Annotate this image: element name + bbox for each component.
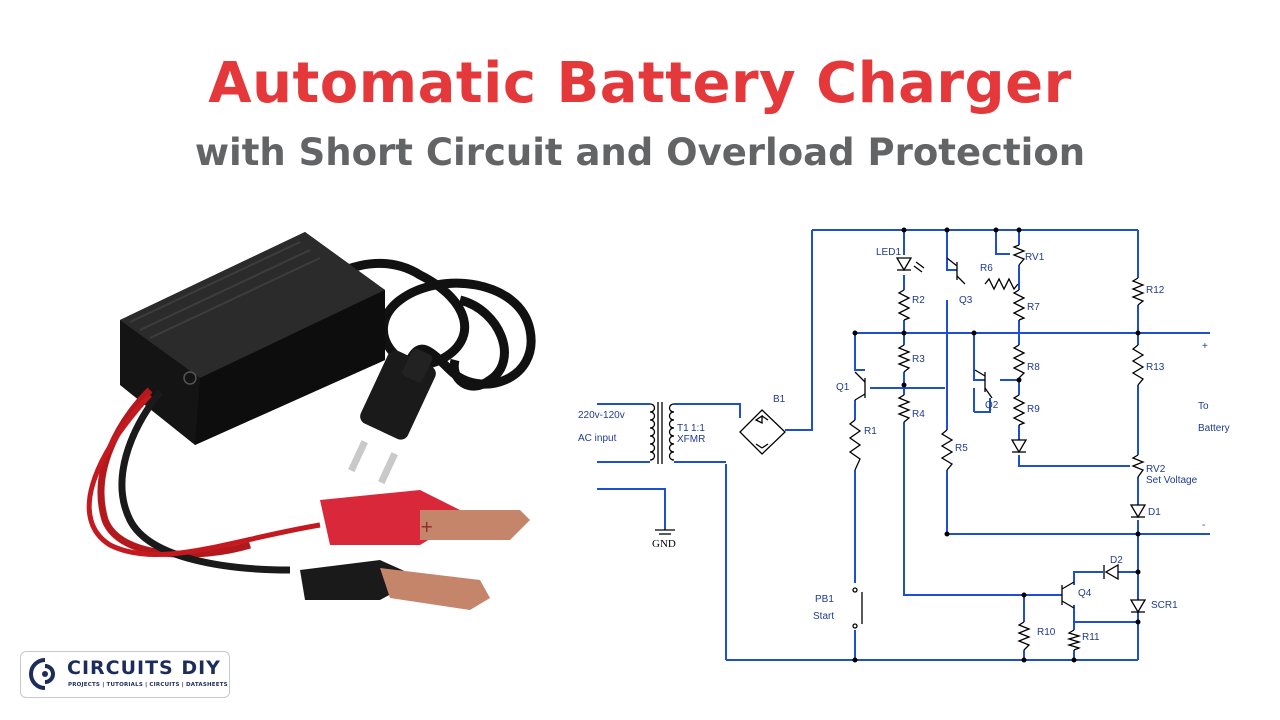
- label-r2: R2: [912, 295, 925, 306]
- label-r6: R6: [980, 263, 993, 274]
- label-input-voltage: 220v-120v: [578, 410, 625, 421]
- label-set-voltage: Set Voltage: [1146, 475, 1198, 486]
- label-r11: R11: [1082, 632, 1100, 643]
- logo-tagline: PROJECTS | TUTORIALS | CIRCUITS | DATASH…: [68, 682, 228, 688]
- label-t1: T1: [677, 423, 689, 434]
- label-ac-input: AC input: [578, 433, 617, 444]
- label-scr1: SCR1: [1151, 600, 1178, 611]
- label-r9: R9: [1027, 404, 1040, 415]
- label-q4: Q4: [1078, 588, 1092, 599]
- label-r12: R12: [1146, 285, 1165, 296]
- label-r8: R8: [1027, 362, 1040, 373]
- label-r13: R13: [1146, 362, 1165, 373]
- label-minus: -: [1202, 520, 1205, 531]
- label-rv1: RV1: [1025, 252, 1045, 263]
- black-alligator-clip: [300, 560, 490, 610]
- label-r4: R4: [912, 409, 925, 420]
- label-r1: R1: [864, 426, 877, 437]
- label-r10: R10: [1037, 627, 1056, 638]
- label-to: To: [1198, 401, 1209, 412]
- label-gnd: GND: [652, 538, 676, 550]
- logo-name: CIRCUITS DIY: [67, 657, 221, 679]
- label-plus: +: [1202, 341, 1208, 352]
- label-q2: Q2: [985, 400, 999, 411]
- battery-charger-photo: +: [86, 232, 536, 610]
- page-title: Automatic Battery Charger: [208, 51, 1072, 116]
- label-rv2: RV2: [1146, 464, 1166, 475]
- label-q3: Q3: [959, 295, 973, 306]
- label-r3: R3: [912, 354, 925, 365]
- label-b1: B1: [773, 394, 786, 405]
- ac-plug: [348, 348, 436, 485]
- label-ratio: 1:1: [691, 423, 705, 434]
- label-d1: D1: [1148, 507, 1161, 518]
- label-battery: Battery: [1198, 423, 1230, 434]
- label-r5: R5: [955, 443, 968, 454]
- circuits-diy-logo: CIRCUITS DIY PROJECTS | TUTORIALS | CIRC…: [20, 651, 230, 698]
- page-subtitle: with Short Circuit and Overload Protecti…: [194, 131, 1086, 174]
- label-d2: D2: [1110, 555, 1123, 566]
- label-start: Start: [813, 611, 834, 622]
- label-r7: R7: [1027, 302, 1040, 313]
- label-xfmr: XFMR: [677, 434, 705, 445]
- label-q1: Q1: [836, 382, 850, 393]
- charger-brick: [120, 232, 385, 445]
- red-alligator-clip: +: [320, 490, 530, 545]
- svg-text:+: +: [420, 517, 433, 536]
- cd-logo-icon: [29, 658, 55, 690]
- label-pb1: PB1: [815, 594, 834, 605]
- label-led1: LED1: [876, 247, 901, 258]
